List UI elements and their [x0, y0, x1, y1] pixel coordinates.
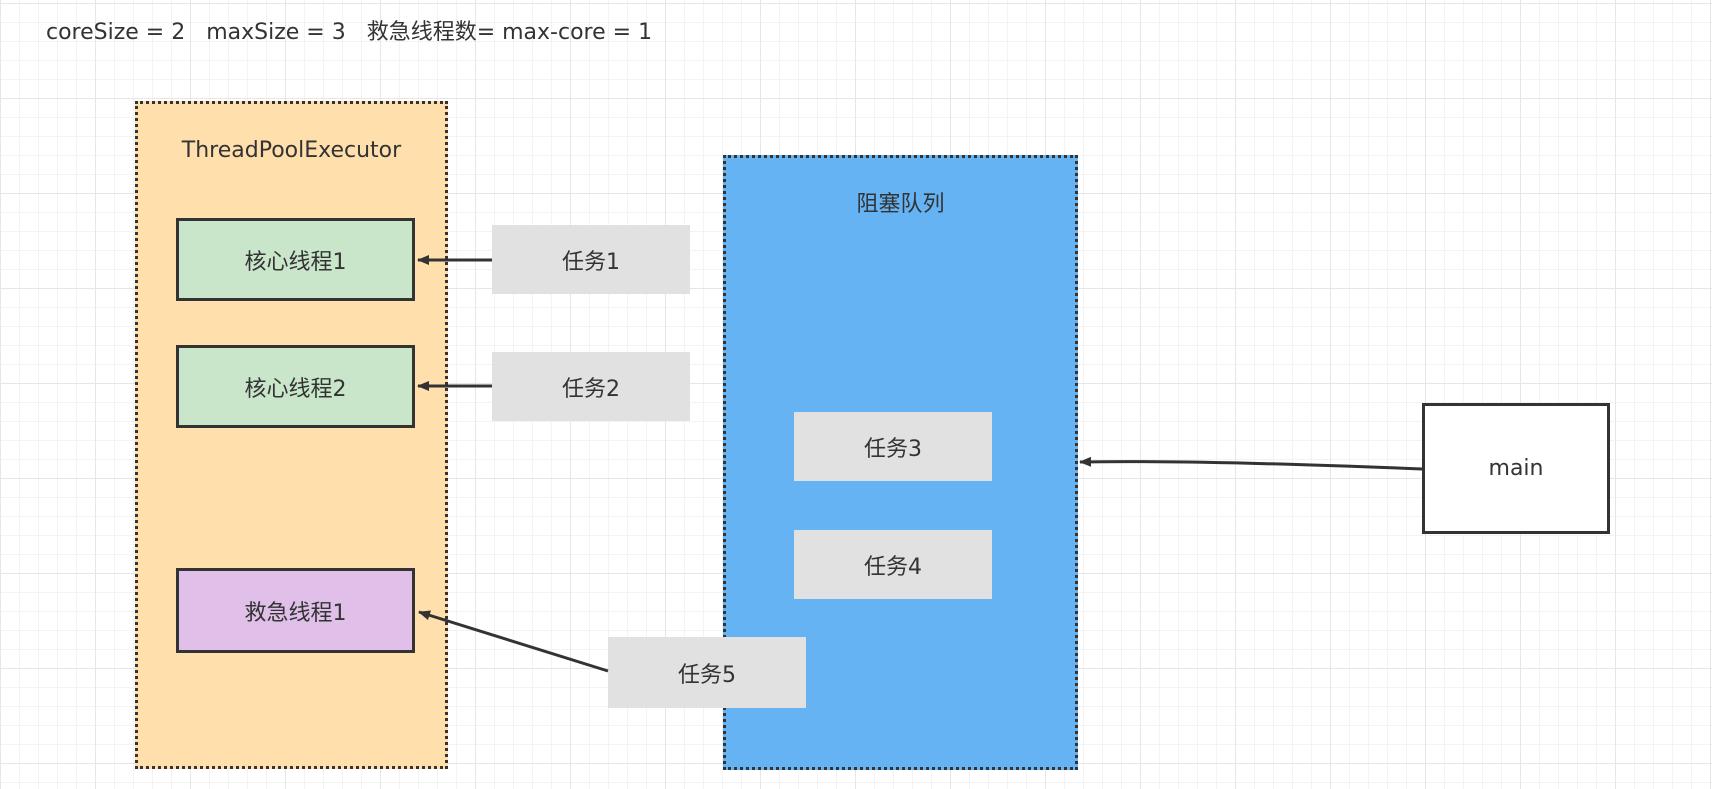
queue-task-3[interactable]: 任务3	[794, 412, 992, 481]
core-thread-1[interactable]: 核心线程1	[176, 218, 415, 301]
task-1[interactable]: 任务1	[492, 225, 690, 294]
header-formula: coreSize = 2 maxSize = 3 救急线程数= max-core…	[46, 20, 653, 45]
executor-label: ThreadPoolExecutor	[181, 138, 402, 163]
main-thread-box[interactable]: main	[1422, 403, 1610, 534]
edge-task5-to-rescue-thread-1	[418, 610, 609, 673]
rescue-thread-1[interactable]: 救急线程1	[176, 568, 415, 653]
task-5[interactable]: 任务5	[608, 637, 806, 708]
task-2[interactable]: 任务2	[492, 352, 690, 421]
queue-task-4[interactable]: 任务4	[794, 530, 992, 599]
thread-pool-executor-container[interactable]: ThreadPoolExecutor	[135, 101, 448, 769]
edge-main-to-blocking-queue	[1079, 456, 1423, 471]
queue-label: 阻塞队列	[856, 192, 945, 217]
core-thread-2[interactable]: 核心线程2	[176, 345, 415, 428]
